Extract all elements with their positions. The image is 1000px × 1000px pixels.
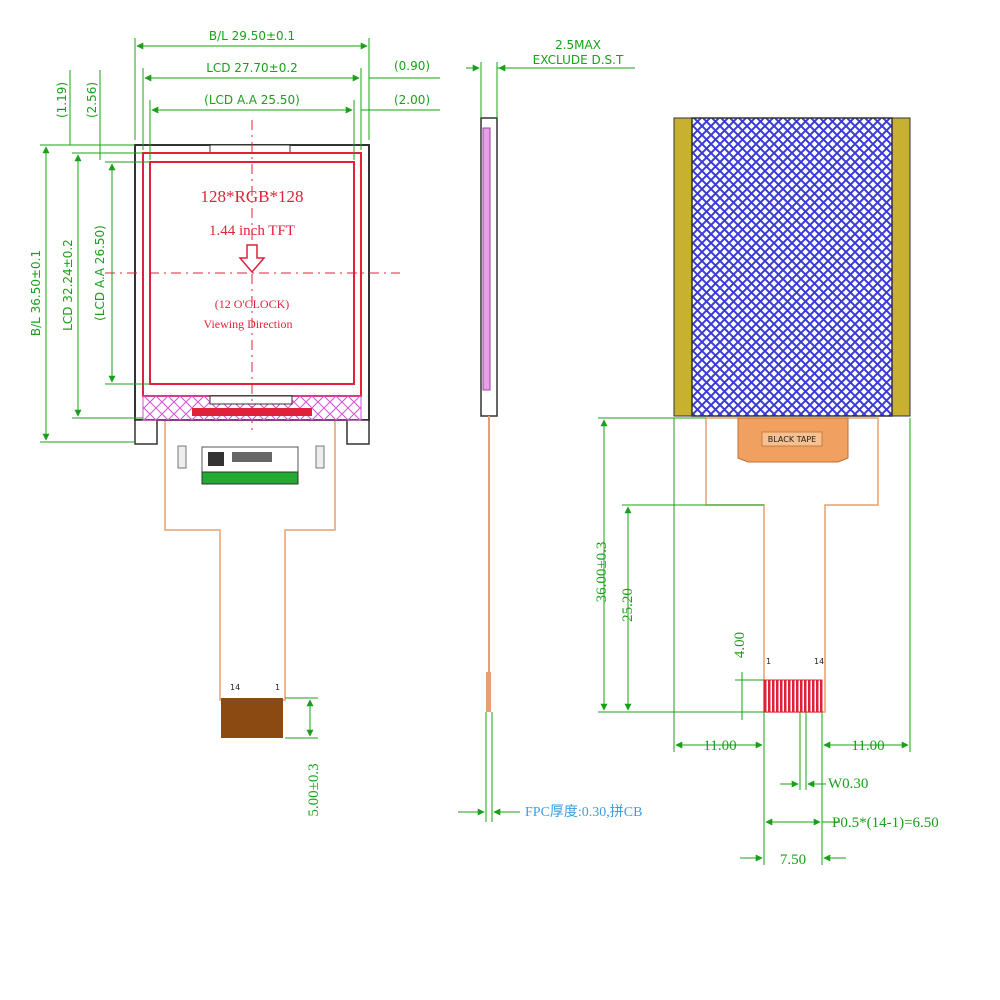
dim-contact-length-label: 4.00 <box>732 632 748 658</box>
dim-lcd-aa-width-label: (LCD A.A 25.50) <box>204 93 300 107</box>
dim-bl-height-label: B/L 36.50±0.1 <box>29 250 43 336</box>
dim-bl-width: B/L 29.50±0.1 <box>134 29 370 140</box>
dim-lcd-aa-height: (LCD A.A 26.50) <box>93 161 150 385</box>
dim-thickness-note: EXCLUDE D.S.T <box>533 53 624 67</box>
fpc-component <box>232 452 272 462</box>
back-view: BLACK TAPE 1 14 36.00±0.3 25.20 4.00 <box>594 117 939 868</box>
back-contact-pad <box>763 679 823 713</box>
dim-lcd-height-label: LCD 32.24±0.2 <box>61 239 75 331</box>
dim-gap-090: (0.90) <box>369 59 440 79</box>
dim-lcd-aa-height-label: (LCD A.A 26.50) <box>93 225 107 321</box>
dim-pitch-label: P0.5*(14-1)=6.50 <box>832 815 939 831</box>
dim-lcd-height: LCD 32.24±0.2 <box>61 152 143 419</box>
dim-tail-length-back-label: 25.20 <box>620 588 636 622</box>
dim-pin-width-label: W0.30 <box>828 776 868 792</box>
dim-lcd-width-label: LCD 27.70±0.2 <box>206 61 298 75</box>
dim-bl-height: B/L 36.50±0.1 <box>29 144 135 443</box>
back-crosshatch <box>691 117 893 417</box>
dim-gap-200: (2.00) <box>361 93 440 111</box>
dim-bl-width-label: B/L 29.50±0.1 <box>209 29 295 43</box>
dim-lcd-width: LCD 27.70±0.2 <box>142 61 362 150</box>
fpc-component <box>208 452 224 466</box>
dim-thickness-label: 2.5MAX <box>555 38 601 52</box>
driver-ic-cap <box>209 395 293 405</box>
dim-right-offset-label: 11.00 <box>851 738 884 754</box>
bottom-tab-right <box>346 419 370 445</box>
dim-left-offset-label: 11.00 <box>703 738 736 754</box>
fpc-pin-left: 14 <box>230 683 240 692</box>
black-tape-label-box <box>761 431 823 447</box>
direction-code: (12 O'CLOCK) <box>215 297 290 311</box>
fpc-outline <box>164 419 336 701</box>
resolution-text: 128*RGB*128 <box>201 187 304 206</box>
dim-total-length-label: 36.00±0.3 <box>594 542 610 603</box>
fpc-green-strip <box>201 471 299 485</box>
dim-gap-200-label: (2.00) <box>394 93 430 107</box>
dim-gap-256-label: (2.56) <box>85 82 99 118</box>
dim-offsets: 11.00 11.00 <box>673 418 911 865</box>
dim-thickness: 2.5MAX EXCLUDE D.S.T <box>466 38 635 118</box>
dim-contact-length: 4.00 <box>732 632 764 720</box>
dim-contact-width-label: 7.50 <box>780 852 806 868</box>
back-pin-right: 14 <box>814 657 824 666</box>
black-tape-label: BLACK TAPE <box>768 435 816 444</box>
side-lcd-layer <box>482 127 491 391</box>
bottom-tab-left <box>134 419 158 445</box>
dim-gap-119-label: (1.19) <box>55 82 69 118</box>
fpc-spec-label: FPC厚度:0.30,拼CB <box>525 804 642 820</box>
top-tab <box>209 144 291 154</box>
dim-fpc-thickness: FPC厚度:0.30,拼CB <box>458 712 642 822</box>
dim-lcd-aa-width: (LCD A.A 25.50) <box>149 93 355 160</box>
dim-tail-length: 5.00±0.3 <box>285 697 322 817</box>
back-tape-right <box>891 117 911 417</box>
fpc-side-tab <box>315 445 325 469</box>
fpc-contact-pad <box>221 698 283 738</box>
viewing-direction-arrow <box>238 244 266 274</box>
dim-pitch: P0.5*(14-1)=6.50 <box>765 815 939 831</box>
back-pin-left: 1 <box>766 657 771 666</box>
fpc-side-tab <box>177 445 187 469</box>
dim-total-length: 36.00±0.3 <box>594 417 764 713</box>
size-text: 1.44 inch TFT <box>209 223 295 239</box>
side-view: 2.5MAX EXCLUDE D.S.T FPC厚度:0.30,拼CB <box>458 38 642 822</box>
dim-gap-090-label: (0.90) <box>394 59 430 73</box>
fpc-pin-right: 1 <box>275 683 280 692</box>
dim-contact-width: 7.50 <box>740 852 846 868</box>
dim-tail-length-back: 25.20 <box>620 504 764 711</box>
dim-tail-length-label: 5.00±0.3 <box>306 763 322 816</box>
back-tape-left <box>673 117 693 417</box>
dim-pin-width: W0.30 <box>780 712 868 792</box>
direction-label: Viewing Direction <box>204 317 293 331</box>
front-view: 14 1 128*RGB*128 1.44 inch TFT (12 O'CLO… <box>29 29 440 817</box>
side-fpc-stiffener <box>486 672 491 712</box>
